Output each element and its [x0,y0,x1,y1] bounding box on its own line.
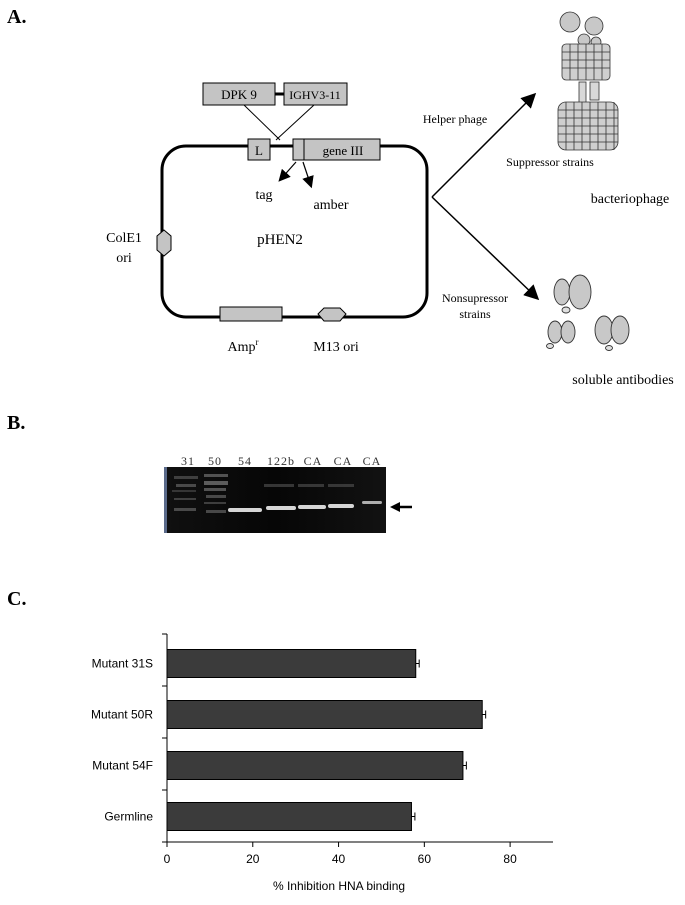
amp-box [219,306,283,322]
m13-label: M13 ori [313,340,359,355]
lane-label: CA [334,454,353,468]
nonsup-label-2: strains [459,307,491,321]
panel-label-b: B. [7,412,26,434]
x-tick-label: 60 [418,852,432,866]
lane-label: CA [304,454,323,468]
cole1-label: ColE1 [106,231,142,246]
lane-label: 31 [181,454,195,468]
panel-a-diagram: DPK 9 IGHV3-11 L gene III tag amber ColE… [106,11,674,388]
bacteriophage-label: bacteriophage [591,192,670,207]
bacteriophage-icon [557,11,619,151]
gel-bands [228,501,382,512]
gene3-box [292,138,381,161]
l-box [247,138,271,161]
amp-label: Ampr [228,337,259,355]
panel-b-gel: 31 50 54 122b CA CA CA [164,454,412,533]
ighv-label: IGHV3-11 [289,88,341,102]
lane-label: 50 [208,454,222,468]
lane-label: CA [363,454,382,468]
bar [166,802,412,831]
bar [166,751,464,780]
panel-label-a: A. [7,6,27,28]
amber-label: amber [314,198,349,213]
bar [166,649,417,678]
band-arrow-icon [390,502,412,512]
tag-label: tag [255,188,272,203]
gel-smear [172,474,228,513]
x-tick-label: 0 [164,852,171,866]
x-tick-label: 40 [332,852,346,866]
category-label: Mutant 31S [92,657,153,671]
plasmid-name: pHEN2 [257,232,303,248]
category-label: Mutant 54F [92,759,153,773]
l-label: L [255,143,263,158]
helper-phage-label: Helper phage [423,112,487,126]
lane-label: 122b [267,454,295,468]
gel-lane-labels: 31 50 54 122b CA CA CA [181,454,382,468]
soluble-antibodies-icon [546,274,630,351]
phage-lower-body [557,101,619,151]
soluble-label: soluble antibodies [572,373,674,388]
panel-c-chart: Mutant 31S Mutant 50R Mutant 54F Germline 0… [91,633,553,893]
x-tick-label: 20 [246,852,260,866]
suppressor-label: Suppressor strains [506,155,594,169]
category-label: Mutant 50R [91,708,153,722]
gel-body [164,467,386,533]
ori-label: ori [116,251,132,266]
gene3-label: gene III [323,143,364,158]
nonsup-label-1: Nonsupressor [442,291,508,305]
m13-element [317,307,347,322]
ighv-box [283,82,348,106]
x-tick-label: 80 [503,852,517,866]
cole1-element [156,229,172,257]
category-label: Germline [104,810,153,824]
dpk9-label: DPK 9 [221,87,257,102]
phage-upper-body [561,43,611,81]
lane-label: 54 [238,454,252,468]
chart-xlabel: % Inhibition HNA binding [273,879,405,893]
panel-label-c: C. [7,588,27,610]
bar [166,700,483,729]
